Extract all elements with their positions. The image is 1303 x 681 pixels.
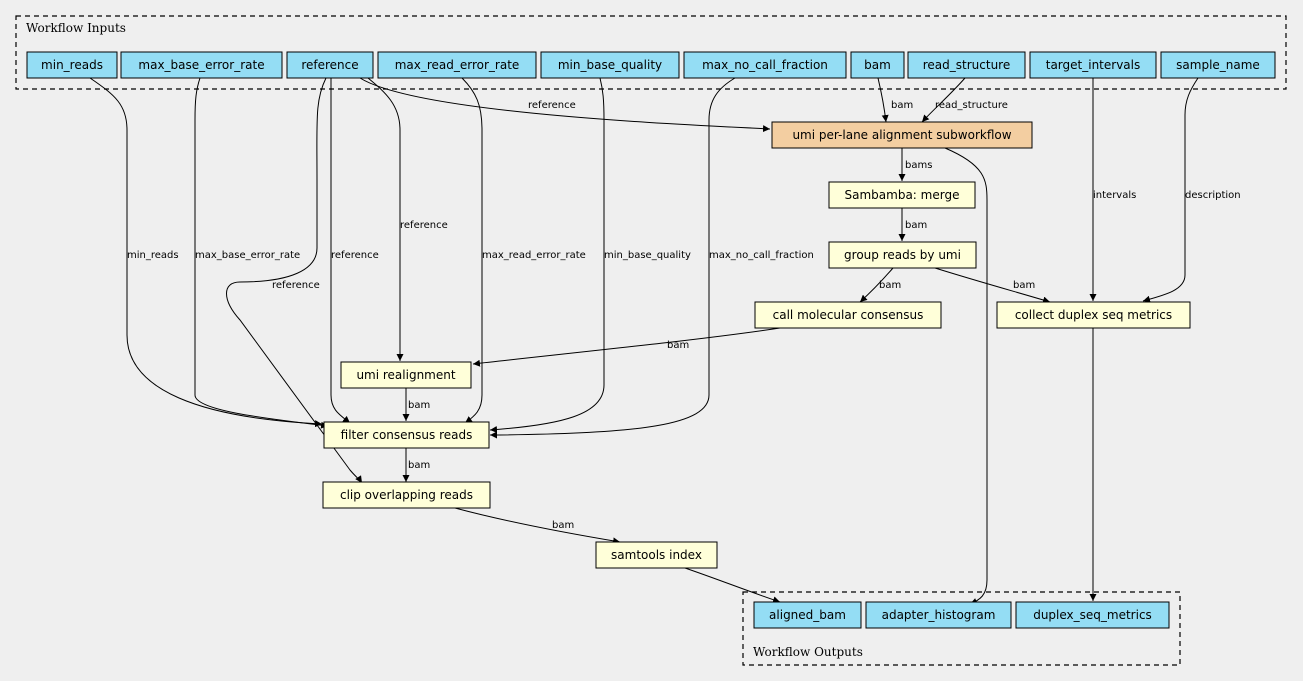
edge-sub-merge: bams: [898, 148, 932, 181]
input-max-read-error-rate[interactable]: max_read_error_rate: [377, 51, 537, 79]
edge-reference-realign: reference: [367, 77, 448, 361]
step-clip-overlapping[interactable]: clip overlapping reads: [322, 481, 491, 509]
edge-group-collect: bam: [934, 267, 1051, 304]
inputs-cluster-label: Workflow Inputs: [26, 21, 126, 35]
edge-label-read-structure: read_structure: [935, 100, 1008, 111]
edge-label-max-read-error: max_read_error_rate: [482, 250, 586, 261]
svg-text:clip overlapping reads: clip overlapping reads: [340, 488, 473, 502]
edge-label-min-reads: min_reads: [127, 250, 179, 261]
svg-text:target_intervals: target_intervals: [1046, 58, 1141, 72]
svg-text:max_base_error_rate: max_base_error_rate: [138, 58, 264, 72]
edge-label-max-base-error: max_base_error_rate: [195, 250, 300, 261]
input-target-intervals[interactable]: target_intervals: [1029, 51, 1157, 79]
svg-text:filter consensus reads: filter consensus reads: [341, 428, 473, 442]
edge-max-base-error-filter: max_base_error_rate: [194, 77, 329, 429]
edge-bam-subworkflow: bam: [877, 77, 913, 123]
edge-label-reference-sub: reference: [528, 100, 576, 111]
edge-label-merge-bam: bam: [905, 220, 927, 231]
edge-label-max-no-call: max_no_call_fraction: [709, 250, 814, 261]
edge-clip-samtools: bam: [454, 507, 621, 545]
edge-label-filter-clip: bam: [408, 460, 430, 471]
svg-text:min_reads: min_reads: [41, 58, 103, 72]
input-sample-name[interactable]: sample_name: [1160, 51, 1276, 79]
edge-merge-group: bam: [898, 208, 927, 241]
edge-label-intervals: intervals: [1093, 190, 1136, 201]
edge-min-reads-filter: min_reads: [89, 77, 323, 428]
input-read-structure[interactable]: read_structure: [907, 51, 1026, 79]
edge-read-structure-subworkflow: read_structure: [921, 77, 1008, 123]
edge-samtools-aligned-bam: [684, 567, 781, 604]
edge-max-read-error-filter: max_read_error_rate: [461, 77, 586, 424]
edge-label-realign-filter: bam: [408, 400, 430, 411]
svg-text:umi per-lane alignment subwork: umi per-lane alignment subworkflow: [792, 128, 1011, 142]
edge-reference-clip: reference: [226, 77, 363, 484]
step-sambamba-merge[interactable]: Sambamba: merge: [828, 181, 976, 209]
edges: reference bam read_structure bams bam: [89, 77, 1241, 605]
edge-label-reference-realign: reference: [400, 220, 448, 231]
svg-text:samtools index: samtools index: [611, 548, 702, 562]
output-aligned-bam[interactable]: aligned_bam: [753, 601, 862, 629]
output-adapter-histogram[interactable]: adapter_histogram: [865, 601, 1012, 629]
input-min-reads[interactable]: min_reads: [26, 51, 118, 79]
svg-text:bam: bam: [864, 58, 891, 72]
svg-text:duplex_seq_metrics: duplex_seq_metrics: [1033, 608, 1152, 622]
edge-reference-filter: reference: [330, 78, 379, 424]
edge-max-no-call-filter: max_no_call_fraction: [489, 77, 814, 439]
input-bam[interactable]: bam: [850, 51, 905, 79]
input-min-base-quality[interactable]: min_base_quality: [540, 51, 680, 79]
step-umi-realignment[interactable]: umi realignment: [340, 361, 472, 389]
svg-text:Sambamba: merge: Sambamba: merge: [845, 188, 960, 202]
edge-label-description: description: [1185, 190, 1241, 201]
edge-label-min-base-quality: min_base_quality: [604, 250, 691, 261]
edge-consensus-realign: bam: [472, 327, 781, 367]
outputs-cluster: Workflow Outputs: [742, 591, 1181, 666]
svg-text:min_base_quality: min_base_quality: [558, 58, 662, 72]
step-call-consensus[interactable]: call molecular consensus: [754, 301, 942, 329]
edge-filter-clip: bam: [402, 448, 430, 482]
edge-label-bams: bams: [905, 160, 932, 171]
outputs-cluster-label: Workflow Outputs: [753, 645, 863, 659]
svg-text:max_read_error_rate: max_read_error_rate: [395, 58, 520, 72]
svg-text:adapter_histogram: adapter_histogram: [882, 608, 996, 622]
svg-text:aligned_bam: aligned_bam: [769, 608, 846, 622]
edge-label-clip-samtools: bam: [552, 520, 574, 531]
edge-label-reference-filter: reference: [331, 250, 379, 261]
svg-text:collect duplex seq metrics: collect duplex seq metrics: [1015, 308, 1172, 322]
edge-min-base-quality-filter: min_base_quality: [489, 77, 691, 433]
edge-reference-subworkflow: reference: [359, 77, 771, 133]
inputs-cluster: Workflow Inputs: [15, 15, 1287, 90]
step-filter-consensus[interactable]: filter consensus reads: [323, 421, 490, 449]
svg-text:max_no_call_fraction: max_no_call_fraction: [702, 58, 828, 72]
svg-text:reference: reference: [301, 58, 358, 72]
svg-text:call molecular consensus: call molecular consensus: [773, 308, 924, 322]
edge-label-bam-sub: bam: [891, 100, 913, 111]
step-samtools-index[interactable]: samtools index: [595, 541, 718, 569]
edge-sample-collect: description: [1142, 77, 1241, 303]
input-reference[interactable]: reference: [286, 51, 374, 79]
output-duplex-seq-metrics[interactable]: duplex_seq_metrics: [1015, 601, 1170, 629]
edge-label-group-consensus: bam: [879, 280, 901, 291]
edge-sub-adapter-histogram: [944, 147, 988, 605]
edge-intervals-collect: intervals: [1089, 78, 1136, 301]
input-max-no-call-fraction[interactable]: max_no_call_fraction: [683, 51, 847, 79]
svg-text:sample_name: sample_name: [1176, 58, 1260, 72]
edge-label-consensus-realign: bam: [667, 340, 689, 351]
step-collect-metrics[interactable]: collect duplex seq metrics: [996, 301, 1191, 329]
edge-realign-filter: bam: [402, 388, 430, 421]
edge-group-consensus: bam: [859, 267, 901, 303]
svg-text:group reads by umi: group reads by umi: [844, 248, 961, 262]
edge-label-group-collect: bam: [1013, 280, 1035, 291]
edge-label-reference-clip: reference: [272, 280, 320, 291]
svg-text:umi realignment: umi realignment: [356, 368, 455, 382]
svg-text:read_structure: read_structure: [923, 58, 1010, 72]
input-max-base-error-rate[interactable]: max_base_error_rate: [120, 51, 283, 79]
step-group-reads[interactable]: group reads by umi: [828, 241, 977, 269]
step-umi-subworkflow[interactable]: umi per-lane alignment subworkflow: [771, 121, 1033, 149]
